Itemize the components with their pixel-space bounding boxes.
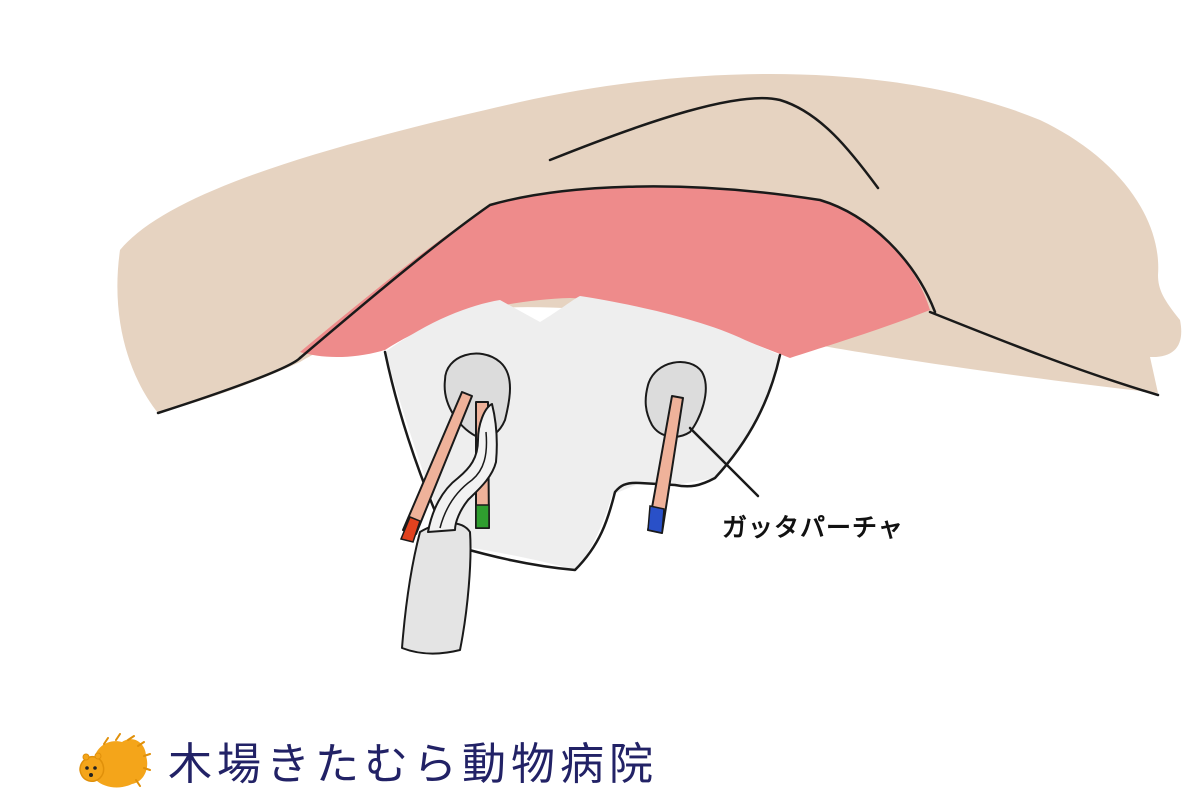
clinic-name: 木場きたむら動物病院 <box>168 739 658 790</box>
marker-green <box>475 504 490 529</box>
gutta-percha-label: ガッタパーチャ <box>722 513 904 542</box>
callout-leader-line <box>688 426 760 498</box>
hedgehog-ear <box>82 753 90 761</box>
hedgehog-body <box>89 739 148 788</box>
lip-crease <box>548 96 880 190</box>
forceps-instrument <box>401 403 498 655</box>
footer-branding: 木場きたむら動物病院 <box>74 730 658 790</box>
forceps-handle <box>401 522 472 655</box>
hedgehog-ear-right <box>94 752 102 760</box>
marker-blue <box>647 505 665 534</box>
hedgehog-nose <box>89 773 93 777</box>
logo-spacer <box>74 730 148 790</box>
lip-lower-edge <box>156 310 1160 415</box>
gum-upper-edge <box>298 185 937 360</box>
hedgehog-spikes <box>103 733 151 787</box>
hedgehog-eye-right <box>93 766 97 770</box>
hedgehog-logo <box>79 733 151 788</box>
forceps-jaw <box>427 403 498 533</box>
forceps-jaw-line <box>439 431 488 529</box>
marker-red <box>399 516 421 543</box>
hedgehog-eye <box>85 766 89 770</box>
